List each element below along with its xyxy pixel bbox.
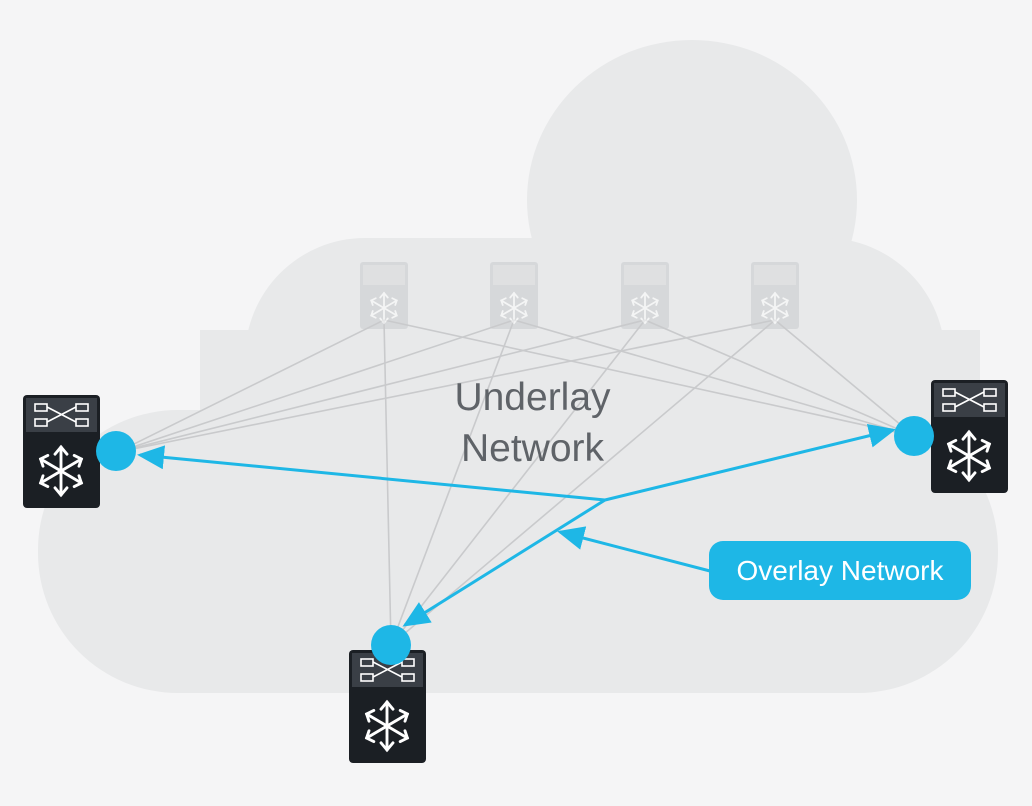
leaf-switch-right <box>931 380 1008 493</box>
leaf-switch-left <box>23 395 100 508</box>
vtep-bottom-dot <box>371 625 411 665</box>
spine-switch-4 <box>751 262 799 329</box>
spine-switch-2 <box>490 262 538 329</box>
underlay-label-line-2: Network <box>460 427 605 470</box>
overlay-network-label: Overlay Network <box>709 541 971 600</box>
underlay-links <box>117 319 915 646</box>
underlay-network-label: Underlay Network <box>420 372 645 474</box>
vtep-left-dot <box>96 431 136 471</box>
overlay-tunnels <box>137 424 896 627</box>
vtep-right-dot <box>894 416 934 456</box>
underlay-label-line-1: Underlay <box>454 376 611 419</box>
spine-switch-1 <box>360 262 408 329</box>
leaf-switch-bottom <box>349 650 426 763</box>
spine-switch-3 <box>621 262 669 329</box>
